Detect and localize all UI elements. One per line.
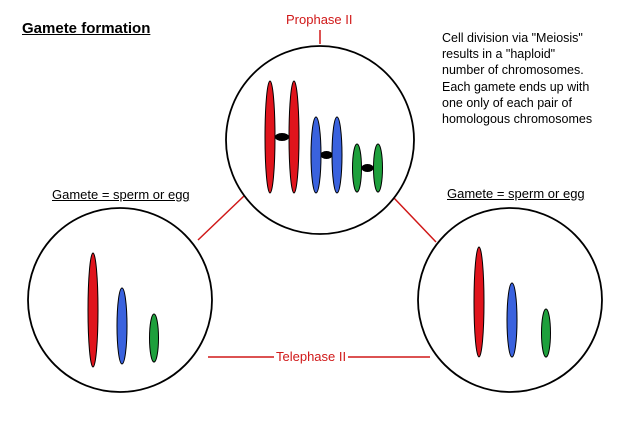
prophase-ii-label: Prophase II (284, 12, 355, 27)
description-line: results in a "haploid" (442, 47, 556, 62)
centromere (361, 164, 374, 172)
red-chromatid (264, 80, 276, 194)
blue-chromatid (331, 116, 343, 194)
connector-top-left (197, 195, 245, 241)
description-text: Cell division via "Meiosis" results in a… (442, 30, 592, 127)
telephase-ii-label: Telephase II (274, 349, 349, 364)
prophase-ii-cell (225, 45, 415, 235)
right-gamete-label: Gamete = sperm or egg (447, 186, 585, 201)
description-line: homologous chromosomes (442, 112, 593, 127)
blue-chromosome-pair (310, 116, 343, 194)
green-chromosome (541, 308, 551, 358)
centromere (275, 133, 289, 141)
blue-chromosome (116, 287, 128, 365)
red-chromatid (288, 80, 300, 194)
left-gamete-label: Gamete = sperm or egg (52, 187, 190, 202)
green-chromosome-pair (352, 143, 383, 193)
description-line: one only of each pair of (442, 95, 572, 110)
green-chromatid (352, 143, 362, 193)
green-chromosome (149, 313, 159, 363)
red-chromosome (87, 252, 99, 368)
left-gamete-cell (27, 207, 213, 393)
blue-chromatid (310, 116, 322, 194)
centromere (320, 151, 333, 159)
blue-chromosome (506, 282, 518, 358)
description-line: Each gamete ends up with (442, 79, 590, 94)
green-chromatid (373, 143, 383, 193)
red-chromosome-pair (264, 80, 300, 194)
right-gamete-cell (417, 207, 603, 393)
diagram-title: Gamete formation (22, 20, 151, 37)
connector-top-right (393, 197, 437, 243)
description-line: number of chromosomes. (442, 63, 584, 78)
red-chromosome (473, 246, 485, 358)
description-line: Cell division via "Meiosis" (442, 31, 583, 45)
